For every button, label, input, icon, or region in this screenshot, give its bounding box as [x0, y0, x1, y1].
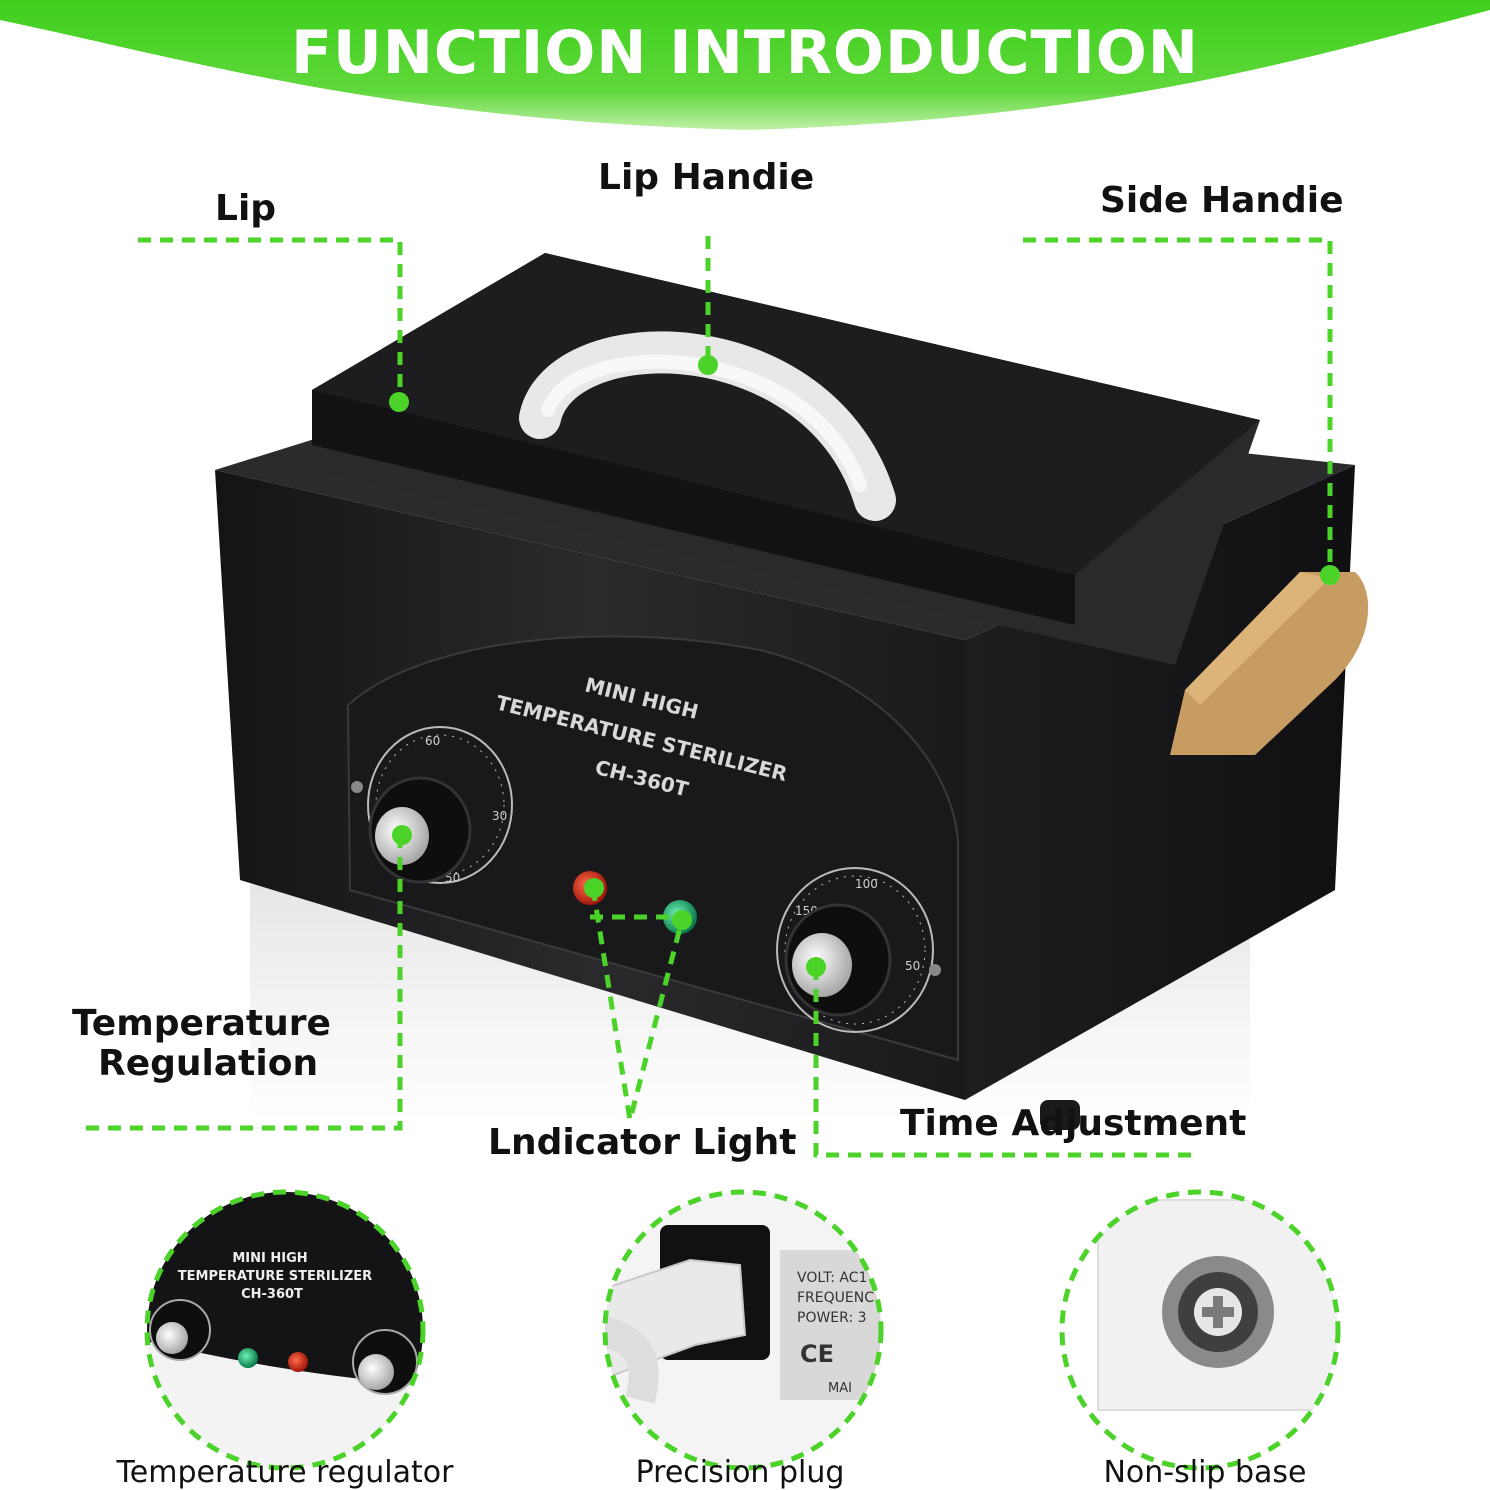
- caption-precision-plug: Precision plug: [635, 1455, 845, 1490]
- callout-lines: [80, 236, 1333, 1158]
- svg-text:50: 50: [445, 871, 460, 885]
- caption-non-slip-base: Non-slip base: [1103, 1455, 1307, 1490]
- callout-lid: Lip: [215, 188, 277, 229]
- temperature-knob: [368, 776, 472, 884]
- svg-text:MINI HIGH: MINI HIGH: [232, 1251, 307, 1266]
- side-handle: [1170, 572, 1369, 755]
- svg-text:60: 60: [425, 734, 440, 748]
- callout-temperature-regulation-line1: Temperature: [72, 1003, 331, 1044]
- svg-text:TEMPERATURE STERILIZER: TEMPERATURE STERILIZER: [178, 1269, 372, 1284]
- caption-temperature-regulator: Temperature regulator: [116, 1455, 454, 1490]
- svg-text:VOLT: AC1: VOLT: AC1: [797, 1270, 867, 1286]
- svg-text:50: 50: [905, 959, 920, 973]
- lid-edge: [312, 390, 1075, 625]
- callout-time-adjustment: Time Adjustment: [900, 1103, 1247, 1144]
- svg-text:POWER: 3: POWER: 3: [797, 1310, 867, 1326]
- callout-side-handle: Side Handie: [1100, 180, 1344, 221]
- header-banner: [0, 0, 1490, 130]
- time-dial: 100 150 50: [776, 867, 941, 1033]
- svg-text:100: 100: [855, 877, 878, 891]
- lid-top: [312, 253, 1260, 575]
- foot-right: [1040, 1100, 1080, 1130]
- time-knob: [784, 903, 892, 1017]
- detail-plug-badge: VOLT: AC1 FREQUENC POWER: 3 CE MAI: [602, 1189, 884, 1471]
- detail-panel-badge: MINI HIGH TEMPERATURE STERILIZER CH-360T: [144, 1189, 426, 1471]
- callout-temperature-regulation-line2: Regulation: [98, 1043, 319, 1084]
- svg-text:FREQUENC: FREQUENC: [797, 1290, 874, 1306]
- svg-text:CE: CE: [800, 1340, 834, 1368]
- svg-text:CH-360T: CH-360T: [241, 1287, 303, 1302]
- callout-dots: [389, 355, 1340, 977]
- page-title: FUNCTION INTRODUCTION: [290, 18, 1200, 88]
- callout-indicator-light: Lndicator Light: [488, 1122, 797, 1163]
- callout-lid-handle: Lip Handie: [598, 157, 815, 198]
- temperature-dial: 60 30 50: [351, 726, 513, 885]
- svg-text:30: 30: [492, 809, 507, 823]
- svg-text:MAI: MAI: [828, 1381, 852, 1396]
- detail-base-badge: [1059, 1189, 1341, 1471]
